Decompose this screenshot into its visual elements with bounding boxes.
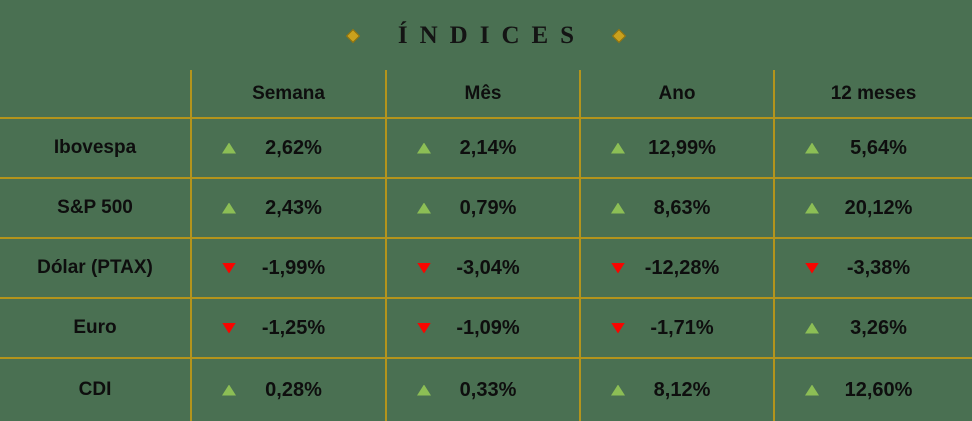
up-triangle-icon bbox=[805, 202, 819, 214]
up-triangle-icon bbox=[805, 384, 819, 396]
value-cell: -3,38% bbox=[773, 239, 972, 297]
value-cell: 20,12% bbox=[773, 179, 972, 237]
value-cell: 2,14% bbox=[385, 119, 579, 177]
value-cell: 2,62% bbox=[190, 119, 385, 177]
value-text: -1,99% bbox=[261, 256, 326, 279]
page-title: ÍNDICES bbox=[397, 22, 587, 49]
corner-cell bbox=[0, 70, 190, 117]
value-text: 3,26% bbox=[850, 316, 907, 339]
table-row: Dólar (PTAX) -1,99% -3,04% -12,28% -3,38% bbox=[0, 237, 972, 297]
column-header-semana: Semana bbox=[190, 70, 385, 117]
diamond-icon bbox=[612, 28, 627, 44]
value-text: 8,63% bbox=[653, 196, 711, 219]
value-text: -3,38% bbox=[846, 256, 911, 279]
value-cell: 0,33% bbox=[385, 359, 579, 421]
up-triangle-icon bbox=[417, 142, 431, 154]
down-triangle-icon bbox=[222, 262, 236, 274]
table-body: Ibovespa 2,62% 2,14% 12,99% 5,64% S&P 500 2,43… bbox=[0, 117, 972, 421]
row-label: Euro bbox=[73, 317, 117, 338]
value-cell: -1,25% bbox=[190, 299, 385, 357]
up-triangle-icon bbox=[417, 202, 431, 214]
down-triangle-icon bbox=[611, 322, 625, 334]
value-text: -1,71% bbox=[650, 316, 714, 339]
down-triangle-icon bbox=[805, 262, 819, 274]
value-text: 0,28% bbox=[265, 378, 322, 401]
value-cell: 12,99% bbox=[579, 119, 773, 177]
value-text: -12,28% bbox=[644, 256, 720, 279]
up-triangle-icon bbox=[222, 142, 236, 154]
value-text: 20,12% bbox=[844, 196, 913, 219]
value-text: 2,43% bbox=[265, 196, 322, 219]
up-triangle-icon bbox=[805, 322, 819, 334]
table-row: Ibovespa 2,62% 2,14% 12,99% 5,64% bbox=[0, 117, 972, 177]
down-triangle-icon bbox=[417, 262, 431, 274]
up-triangle-icon bbox=[805, 142, 819, 154]
value-text: -1,25% bbox=[261, 316, 326, 339]
down-triangle-icon bbox=[417, 322, 431, 334]
column-header-ano: Ano bbox=[579, 70, 773, 117]
title-bar: ÍNDICES bbox=[0, 0, 972, 70]
value-cell: -1,71% bbox=[579, 299, 773, 357]
value-text: 0,79% bbox=[459, 196, 517, 219]
value-cell: 12,60% bbox=[773, 359, 972, 421]
value-cell: 0,28% bbox=[190, 359, 385, 421]
column-header-mes: Mês bbox=[385, 70, 579, 117]
value-text: 12,99% bbox=[648, 136, 716, 159]
value-cell: 8,12% bbox=[579, 359, 773, 421]
row-label: S&P 500 bbox=[57, 197, 133, 218]
table-row: S&P 500 2,43% 0,79% 8,63% 20,12% bbox=[0, 177, 972, 237]
value-cell: 2,43% bbox=[190, 179, 385, 237]
value-text: 8,12% bbox=[653, 378, 711, 401]
value-cell: -3,04% bbox=[385, 239, 579, 297]
up-triangle-icon bbox=[417, 384, 431, 396]
up-triangle-icon bbox=[611, 384, 625, 396]
row-label: Ibovespa bbox=[53, 137, 137, 158]
value-text: 2,62% bbox=[265, 136, 322, 159]
row-label: CDI bbox=[78, 379, 112, 400]
down-triangle-icon bbox=[222, 322, 236, 334]
value-text: 0,33% bbox=[459, 378, 517, 401]
up-triangle-icon bbox=[611, 142, 625, 154]
up-triangle-icon bbox=[222, 384, 236, 396]
down-triangle-icon bbox=[611, 262, 625, 274]
value-text: 5,64% bbox=[850, 136, 907, 159]
value-text: 12,60% bbox=[844, 378, 913, 401]
value-cell: 0,79% bbox=[385, 179, 579, 237]
value-cell: 3,26% bbox=[773, 299, 972, 357]
value-cell: 5,64% bbox=[773, 119, 972, 177]
indices-table: Semana Mês Ano 12 meses Ibovespa 2,62% 2,1… bbox=[0, 70, 972, 421]
up-triangle-icon bbox=[222, 202, 236, 214]
value-cell: -12,28% bbox=[579, 239, 773, 297]
column-header-12meses: 12 meses bbox=[773, 70, 972, 117]
value-text: -1,09% bbox=[456, 316, 520, 339]
value-cell: -1,99% bbox=[190, 239, 385, 297]
diamond-icon bbox=[345, 28, 360, 44]
value-cell: -1,09% bbox=[385, 299, 579, 357]
table-row: CDI 0,28% 0,33% 8,12% 12,60% bbox=[0, 357, 972, 421]
row-label: Dólar (PTAX) bbox=[37, 257, 153, 278]
up-triangle-icon bbox=[611, 202, 625, 214]
value-cell: 8,63% bbox=[579, 179, 773, 237]
value-text: 2,14% bbox=[459, 136, 517, 159]
table-header-row: Semana Mês Ano 12 meses bbox=[0, 70, 972, 117]
value-text: -3,04% bbox=[456, 256, 520, 279]
table-row: Euro -1,25% -1,09% -1,71% 3,26% bbox=[0, 297, 972, 357]
